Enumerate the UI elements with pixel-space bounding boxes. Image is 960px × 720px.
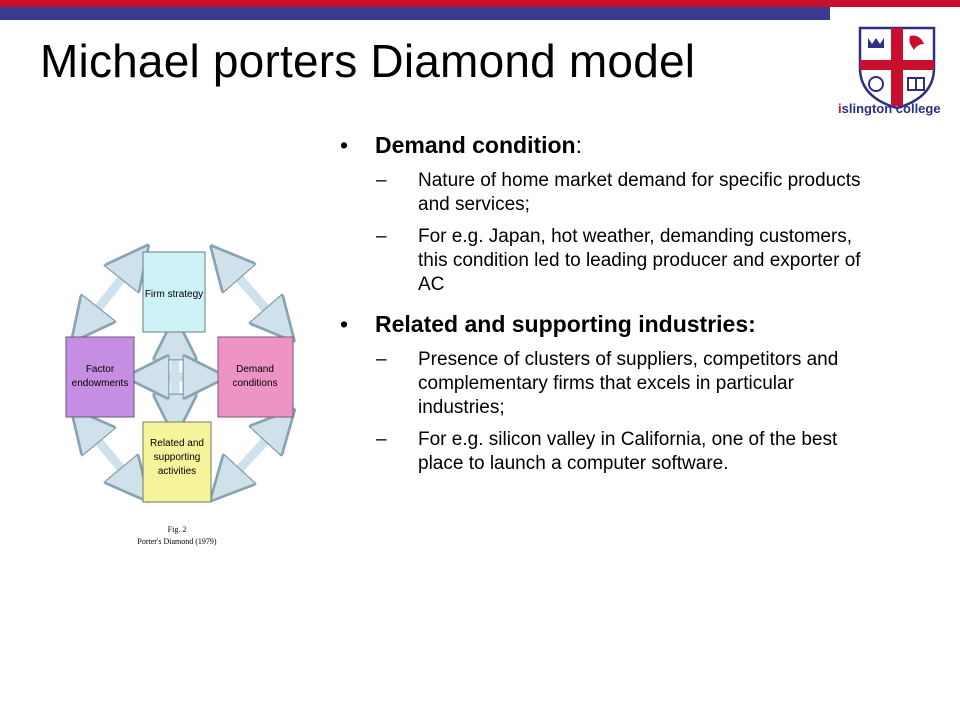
- label-related-line2: supporting: [154, 452, 201, 463]
- label-factor-line2: endowments: [72, 378, 129, 389]
- college-logo-text: islington college: [838, 101, 941, 116]
- porters-diamond-diagram: Firm strategy Factor endowments Demand c…: [65, 240, 315, 546]
- label-firm-strategy: Firm strategy: [145, 289, 203, 300]
- bullet-related-industries: Related and supporting industries:: [340, 311, 880, 338]
- box-firm-strategy: [142, 251, 206, 333]
- sub-item: For e.g. Japan, hot weather, demanding c…: [340, 225, 880, 297]
- arrow-top-right: [225, 262, 280, 325]
- diagonal-arrows: [85, 262, 280, 485]
- figure-caption-line1: Fig. 2: [168, 525, 187, 534]
- label-factor-line1: Factor: [86, 364, 115, 375]
- sub-item: For e.g. silicon valley in California, o…: [340, 428, 880, 476]
- slide-title: Michael porters Diamond model: [40, 35, 696, 87]
- figure-caption-line2: Porter's Diamond (1979): [137, 537, 217, 546]
- top-color-band: [0, 0, 960, 22]
- label-demand-line1: Demand: [236, 364, 274, 375]
- center-cross-arrows: [147, 338, 205, 416]
- label-demand-line2: conditions: [232, 378, 277, 389]
- top-band-blue: [0, 7, 960, 20]
- bullet-demand-condition: Demand condition:: [340, 132, 880, 159]
- arrow-bottom-right: [225, 425, 280, 485]
- slide-content: Demand condition: Nature of home market …: [340, 132, 880, 484]
- label-related-line1: Related and: [150, 438, 204, 449]
- top-band-red: [0, 0, 960, 7]
- box-related-supporting: [142, 421, 212, 503]
- arrow-bottom-left: [85, 425, 135, 485]
- box-demand-conditions: [217, 336, 294, 418]
- arrow-top-left: [85, 262, 135, 325]
- sub-item: Nature of home market demand for specifi…: [340, 169, 880, 217]
- sub-item: Presence of clusters of suppliers, compe…: [340, 348, 880, 420]
- top-band-notch: [830, 7, 960, 20]
- box-factor-endowments: [65, 336, 135, 418]
- label-related-line3: activities: [158, 466, 196, 477]
- college-shield-logo: [858, 26, 936, 110]
